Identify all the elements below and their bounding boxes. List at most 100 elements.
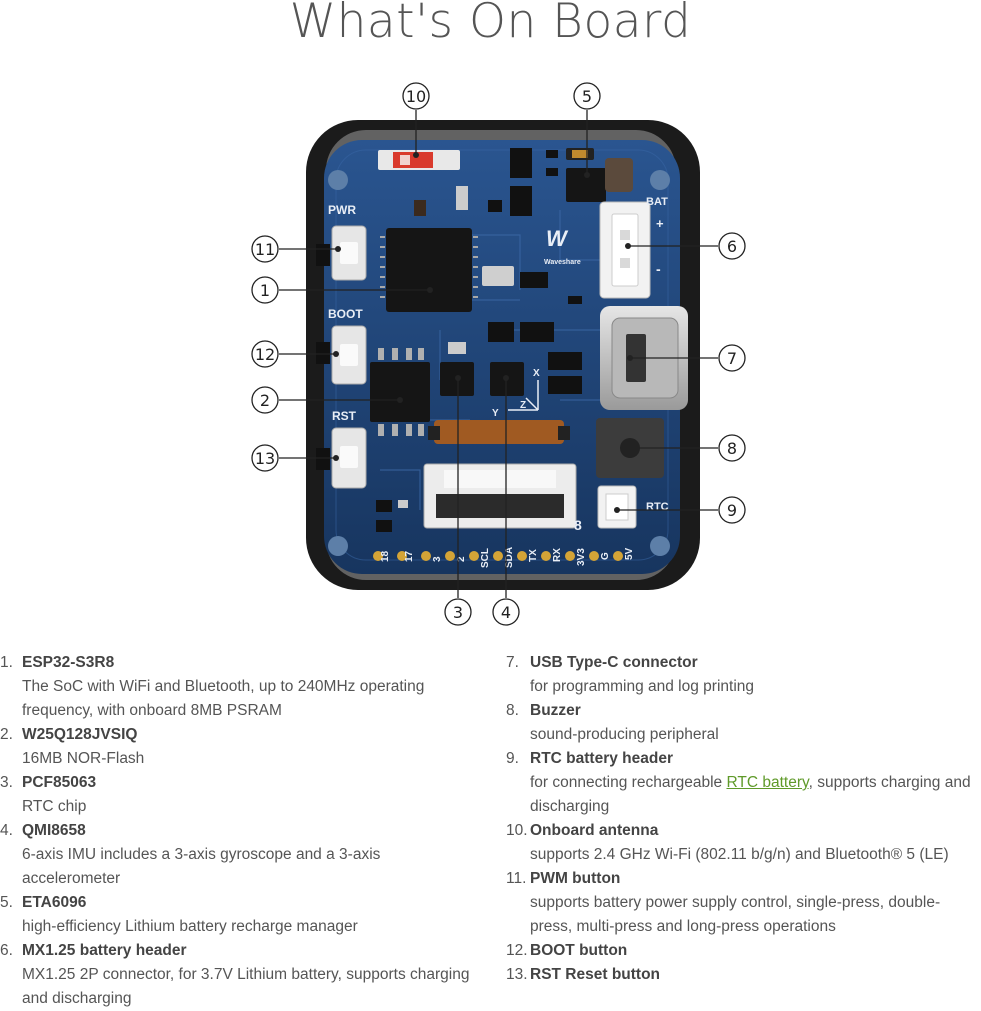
callout-8: 8 [718,434,746,462]
component-desc: supports battery power supply control, s… [530,894,941,935]
boot-button[interactable] [316,325,367,385]
fpc-connector: 8 [423,420,582,533]
rst-label: RST [332,409,357,423]
svg-text:13: 13 [255,449,275,468]
pwr-label: PWR [328,203,356,217]
fpc-number: 8 [574,517,582,533]
component-desc: MX1.25 2P connector, for 3.7V Lithium ba… [22,966,470,1007]
callout-1: 1 [251,276,279,304]
svg-text:3: 3 [453,603,463,622]
list-item: 10. Onboard antenna supports 2.4 GHz Wi-… [506,819,981,867]
component-desc: 6-axis IMU includes a 3-axis gyroscope a… [22,846,381,887]
callout-5: 5 [573,82,601,110]
callout-12: 12 [251,340,279,368]
component-list-left: 1. ESP32-S3R8 The SoC with WiFi and Blue… [0,651,470,1011]
component-desc: supports 2.4 GHz Wi-Fi (802.11 b/g/n) an… [530,846,949,863]
battery-header: BAT + - [599,196,668,299]
pin-labels: 18 17 3 2 SCL SDA TX RX 3V3 G 5V [380,547,635,568]
callout-6: 6 [718,232,746,260]
callout-lines [279,110,718,598]
component-name: RTC battery header [530,750,673,767]
smd-parts-top [414,148,558,216]
callout-11: 11 [251,235,279,263]
component-name: MX1.25 battery header [22,942,187,959]
svg-text:W: W [546,226,569,251]
axis-x-label: X [533,368,540,379]
svg-text:1: 1 [260,281,270,300]
callout-13: 13 [251,444,279,472]
bat-label: BAT [646,196,668,208]
svg-text:10: 10 [406,87,426,106]
pin-label: 3 [432,556,443,562]
pin-label: SCL [480,548,491,568]
list-item: 1. ESP32-S3R8 The SoC with WiFi and Blue… [0,651,470,723]
component-name: W25Q128JVSIQ [22,726,138,743]
gpio-header-pads [373,551,623,561]
callout-4: 4 [492,598,520,626]
list-item: 8. Buzzer sound-producing peripheral [506,699,981,747]
component-name: ETA6096 [22,894,87,911]
list-item: 4. QMI8658 6-axis IMU includes a 3-axis … [0,819,470,891]
rtc-battery-link[interactable]: RTC battery [726,774,809,791]
w25q128-flash-chip [370,348,430,436]
pin-label: 18 [380,550,391,562]
component-desc: sound-producing peripheral [530,726,719,743]
svg-text:4: 4 [501,603,511,622]
svg-text:5: 5 [582,87,592,106]
svg-text:2: 2 [260,391,270,410]
callout-7: 7 [718,344,746,372]
component-name: ESP32-S3R8 [22,654,115,671]
smd-parts-mid [448,266,582,394]
rtc-label: RTC [646,501,669,513]
svg-text:-: - [656,261,661,277]
smd-parts-bottom [376,500,408,532]
pin-label: SDA [504,547,515,568]
page-title: What's On Board [289,0,692,49]
callout-2: 2 [251,386,279,414]
component-desc: 16MB NOR-Flash [22,750,145,767]
list-item: 12. BOOT button [506,942,628,959]
list-item: 7. USB Type-C connector for programming … [506,651,981,699]
pin-label: 2 [456,556,467,562]
component-desc: high-efficiency Lithium battery recharge… [22,918,358,935]
list-item: 2. W25Q128JVSIQ 16MB NOR-Flash [0,723,470,771]
list-item: 6. MX1.25 battery header MX1.25 2P conne… [0,939,470,1011]
list-item: 11. PWM button supports battery power su… [506,867,981,939]
list-item: 9. RTC battery header for connecting rec… [506,747,981,819]
onboard-antenna [378,150,460,170]
component-name: Onboard antenna [530,822,659,839]
boot-label: BOOT [328,307,363,321]
svg-text:7: 7 [727,349,737,368]
esp32-s3r8-chip [380,228,478,312]
callout-10: 10 [402,82,430,110]
pin-label: RX [552,548,563,562]
callout-dots [333,152,633,513]
component-desc: for programming and log printing [530,678,755,695]
callout-3: 3 [444,598,472,626]
svg-text:+: + [656,216,664,231]
rst-button[interactable] [316,427,367,489]
imu-axes [508,380,539,411]
pin-label: 5V [624,547,635,560]
svg-text:11: 11 [255,240,275,259]
list-item: 3. PCF85063 RTC chip [0,771,470,819]
svg-text:9: 9 [727,501,737,520]
svg-text:12: 12 [255,345,275,364]
component-desc: RTC chip [22,798,87,815]
waveshare-logo: W Waveshare [544,226,581,266]
component-name: PWM button [530,870,621,887]
component-list-right: 7. USB Type-C connector for programming … [506,651,981,987]
component-desc: The SoC with WiFi and Bluetooth, up to 2… [22,678,425,719]
svg-text:8: 8 [727,439,737,458]
pin-label: 3V3 [576,548,587,566]
component-name: USB Type-C connector [530,654,698,671]
list-item: 5. ETA6096 high-efficiency Lithium batte… [0,891,470,939]
component-name: BOOT button [530,942,628,959]
pin-label: G [600,552,611,560]
component-desc: for connecting rechargeable RTC battery,… [530,774,971,815]
axis-y-label: Y [492,408,499,419]
callout-9: 9 [718,496,746,524]
svg-text:6: 6 [727,237,737,256]
component-name: Buzzer [530,702,581,719]
component-name: RST Reset button [530,966,661,983]
